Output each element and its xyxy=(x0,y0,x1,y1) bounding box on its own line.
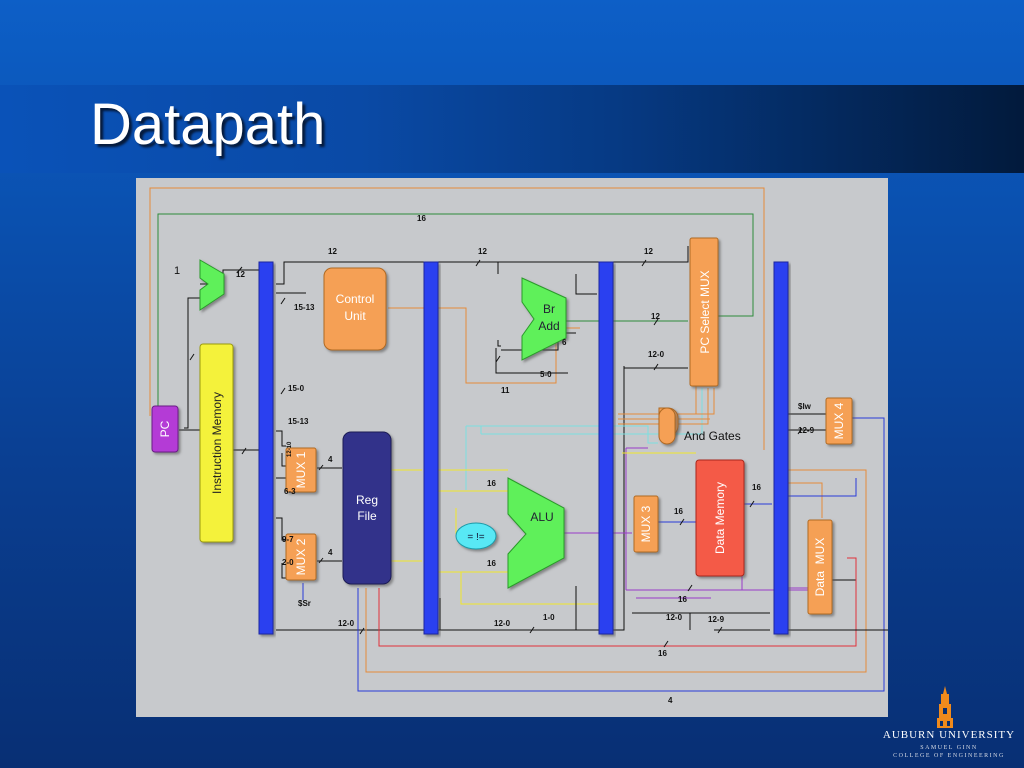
label-16-bottom: 16 xyxy=(658,649,667,658)
label-12-0-b: 12-0 xyxy=(648,350,665,359)
br-add-label-2: Add xyxy=(538,319,559,333)
logo-line-2: COLLEGE OF ENGINEERING xyxy=(893,753,1005,759)
alu-label: ALU xyxy=(530,510,553,524)
label-15-13-b: 15-13 xyxy=(288,417,309,426)
pipeline-buses xyxy=(258,261,789,635)
slide-title: Datapath xyxy=(90,92,326,157)
logo-line-1: SAMUEL GINN xyxy=(920,745,978,751)
label-16-alu-b: 16 xyxy=(487,559,496,568)
label-6: 6 xyxy=(562,338,567,347)
mux-3: MUX 3 xyxy=(633,495,659,553)
data-memory: Data Memory xyxy=(695,459,745,577)
label-12-b: 12 xyxy=(478,247,487,256)
bus-1 xyxy=(258,261,274,635)
mux-4-label: MUX 4 xyxy=(832,402,846,439)
label-12-0-a: 12-0 xyxy=(338,619,355,628)
label-5-0: 5-0 xyxy=(540,370,552,379)
data-mux-label: Data MUX xyxy=(813,538,827,597)
tower-icon xyxy=(937,686,953,728)
label-one: 1 xyxy=(174,265,180,277)
label-12-10: 12-10 xyxy=(287,441,293,457)
label-1-0: 1-0 xyxy=(543,613,555,622)
label-12-0-c: 12-0 xyxy=(494,619,511,628)
label-15-0: 15-0 xyxy=(288,384,305,393)
label-16-dmb: 16 xyxy=(678,595,687,604)
label-12-mux: 12 xyxy=(651,312,660,321)
label-16-alu-a: 16 xyxy=(487,479,496,488)
branch-adder: Br Add xyxy=(521,277,567,361)
pc-select-mux-label: PC Select MUX xyxy=(698,270,712,353)
reg-file-label-2: File xyxy=(357,509,377,523)
label-12-a: 12 xyxy=(328,247,337,256)
bus-3 xyxy=(598,261,614,635)
data-memory-label: Data Memory xyxy=(713,482,727,554)
and-gates: And Gates xyxy=(658,407,741,445)
mux-2-label: MUX 2 xyxy=(294,538,308,575)
label-2-0: 2-0 xyxy=(282,558,294,567)
label-12-0-d: 12-0 xyxy=(666,613,683,622)
wire-outer-orange xyxy=(149,187,765,450)
label-lw: $lw xyxy=(798,402,812,411)
bus-4 xyxy=(773,261,789,635)
auburn-logo: AUBURN UNIVERSITY SAMUEL GINN COLLEGE OF… xyxy=(874,686,1024,768)
label-12-c: 12 xyxy=(644,247,653,256)
and-gates-label: And Gates xyxy=(684,429,741,443)
instruction-memory: Instruction Memory xyxy=(199,343,234,543)
label-6-3: 6-3 xyxy=(284,487,296,496)
compare-unit: = != xyxy=(455,522,497,550)
datapath-diagram: PC Instruction Memory Control Unit Reg F… xyxy=(136,178,888,717)
label-sr: $Sr xyxy=(298,599,311,608)
title-band xyxy=(0,85,1024,173)
label-12-inc: 12 xyxy=(236,270,245,279)
mux-1: MUX 1 xyxy=(285,447,317,493)
instruction-memory-label: Instruction Memory xyxy=(210,392,224,494)
label-4-a: 4 xyxy=(328,455,333,464)
wire-pc-loop xyxy=(157,213,754,416)
label-16-dm: 16 xyxy=(752,483,761,492)
logo-name: AUBURN UNIVERSITY xyxy=(882,729,1016,741)
reg-file-label-1: Reg xyxy=(356,493,378,507)
mux-3-label: MUX 3 xyxy=(639,505,653,542)
wire-pc-out xyxy=(184,297,200,429)
pc-register: PC xyxy=(151,405,179,453)
pc-select-mux: PC Select MUX xyxy=(689,237,719,387)
label-11: 11 xyxy=(501,386,510,395)
bus-2 xyxy=(423,261,439,635)
pc-incrementer xyxy=(199,259,225,311)
mux-2: MUX 2 xyxy=(285,533,317,581)
br-add-label-1: Br xyxy=(543,302,555,316)
compare-label: = != xyxy=(467,532,484,543)
mux-1-label: MUX 1 xyxy=(294,451,308,488)
alu: ALU xyxy=(507,477,565,589)
label-9-7: 9-7 xyxy=(282,535,294,544)
mux-4: MUX 4 xyxy=(825,397,853,445)
label-4-b: 4 xyxy=(328,548,333,557)
tick-marks xyxy=(189,259,803,648)
datapath-svg: PC Instruction Memory Control Unit Reg F… xyxy=(149,187,888,705)
label-4-bottom: 4 xyxy=(668,696,673,705)
register-file: Reg File xyxy=(342,431,392,585)
label-16-mux3: 16 xyxy=(674,507,683,516)
wire-labels: 1 16 12 12 12 12 15-13 15-0 15-13 12-10 … xyxy=(174,214,815,705)
label-15-13-a: 15-13 xyxy=(294,303,315,312)
control-unit-label-1: Control xyxy=(336,292,375,306)
pc-label: PC xyxy=(158,420,172,437)
control-unit: Control Unit xyxy=(323,267,387,351)
label-16-top: 16 xyxy=(417,214,426,223)
label-12-9-a: 12-9 xyxy=(798,426,815,435)
data-mux: Data MUX xyxy=(807,519,833,615)
label-12-9-b: 12-9 xyxy=(708,615,725,624)
control-unit-label-2: Unit xyxy=(344,309,366,323)
